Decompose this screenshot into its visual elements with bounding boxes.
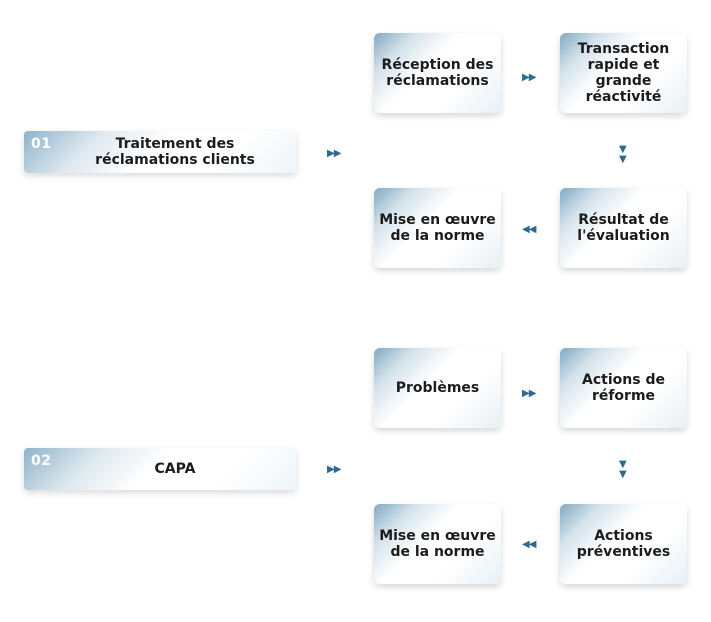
flow-box-label: Transaction rapide et grande réactivité — [577, 41, 670, 105]
double-right-arrow-icon: ▶▶ — [327, 148, 341, 159]
flow-box-label: Résultat de l'évaluation — [577, 212, 670, 244]
flow-box-label: Problèmes — [395, 380, 480, 396]
double-right-arrow-icon: ▶▶ — [327, 464, 341, 475]
double-down-arrow-icon: ▼▼ — [619, 459, 627, 480]
flow-box-label: Réception des réclamations — [381, 57, 494, 89]
double-left-arrow-icon: ◀◀ — [522, 224, 536, 235]
flow-box-mise-en-oeuvre: Mise en œuvre de la norme — [374, 504, 501, 584]
flow-box-actions-preventives: Actions préventives — [560, 504, 687, 584]
section-label-bar: 01 Traitement des réclamations clients — [24, 131, 296, 173]
flow-box-label: Mise en œuvre de la norme — [379, 212, 496, 244]
double-right-arrow-icon: ▶▶ — [522, 388, 536, 399]
double-right-arrow-icon: ▶▶ — [522, 72, 536, 83]
flow-box-transaction: Transaction rapide et grande réactivité — [560, 33, 687, 113]
section-title: CAPA — [154, 461, 196, 477]
section-number: 02 — [31, 453, 52, 469]
section-label-bar: 02 CAPA — [24, 448, 296, 490]
flow-box-resultat: Résultat de l'évaluation — [560, 188, 687, 268]
flow-box-reception: Réception des réclamations — [374, 33, 501, 113]
flow-box-mise-en-oeuvre: Mise en œuvre de la norme — [374, 188, 501, 268]
section-number: 01 — [31, 136, 52, 152]
double-down-arrow-icon: ▼▼ — [619, 144, 627, 165]
flow-box-label: Mise en œuvre de la norme — [379, 528, 496, 560]
flow-box-actions-reforme: Actions de réforme — [560, 348, 687, 428]
flow-box-problemes: Problèmes — [374, 348, 501, 428]
double-left-arrow-icon: ◀◀ — [522, 539, 536, 550]
flow-box-label: Actions de réforme — [582, 372, 665, 404]
flow-box-label: Actions préventives — [576, 528, 671, 560]
section-title: Traitement des réclamations clients — [95, 136, 255, 168]
